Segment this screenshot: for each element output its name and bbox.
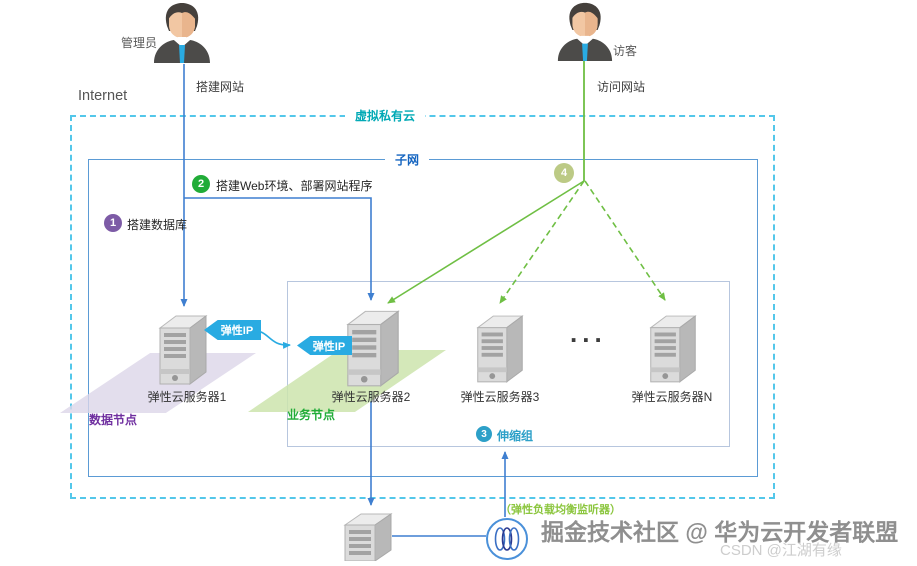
step-4-badge: 4 <box>554 163 574 183</box>
step-1-badge: 1 <box>104 214 122 232</box>
admin-person-icon <box>150 0 214 68</box>
bottom-server-icon <box>341 511 395 566</box>
watermark-secondary: CSDN @江湖有缘 <box>720 542 842 559</box>
elastic-ip-tag-2: 弹性IP <box>297 336 352 355</box>
watermark-primary: 掘金技术社区 @ 华为云开发者联盟 <box>541 519 899 545</box>
server3-icon <box>470 312 530 389</box>
vpc-label: 虚拟私有云 <box>345 107 426 124</box>
server1-icon <box>152 312 214 391</box>
server2-icon <box>339 307 407 393</box>
subnet-label: 子网 <box>385 151 430 168</box>
data-node-label: 数据节点 <box>89 413 138 427</box>
serverN-label: 弹性云服务器N <box>631 390 713 404</box>
server2-label: 弹性云服务器2 <box>331 390 411 404</box>
visitor-label: 访客 <box>613 44 638 58</box>
internet-label: Internet <box>78 88 128 104</box>
elastic-ip-tag-1: 弹性IP <box>204 320 261 340</box>
load-balancer-label: （弹性负载均衡监听器） <box>500 504 621 516</box>
step-2-text: 搭建Web环境、部署网站程序 <box>216 179 373 193</box>
step-3-text: 伸缩组 <box>497 429 534 443</box>
servers-ellipsis: ... <box>570 318 607 348</box>
step-3-badge: 3 <box>476 426 492 442</box>
visitor-action-label: 访问网站 <box>597 80 646 94</box>
subnet-boundary: 子网 <box>88 151 758 477</box>
admin-label: 管理员 <box>121 36 158 50</box>
server1-label: 弹性云服务器1 <box>147 390 227 404</box>
business-node-label: 业务节点 <box>287 408 336 422</box>
load-balancer-icon <box>486 518 528 560</box>
step-1-text: 搭建数据库 <box>127 218 188 232</box>
serverN-icon <box>643 312 703 389</box>
admin-action-label: 搭建网站 <box>196 80 245 94</box>
vpc-boundary: 虚拟私有云 <box>70 107 775 499</box>
step-2-badge: 2 <box>192 175 210 193</box>
visitor-person-icon <box>553 0 617 66</box>
server3-label: 弹性云服务器3 <box>460 390 540 404</box>
